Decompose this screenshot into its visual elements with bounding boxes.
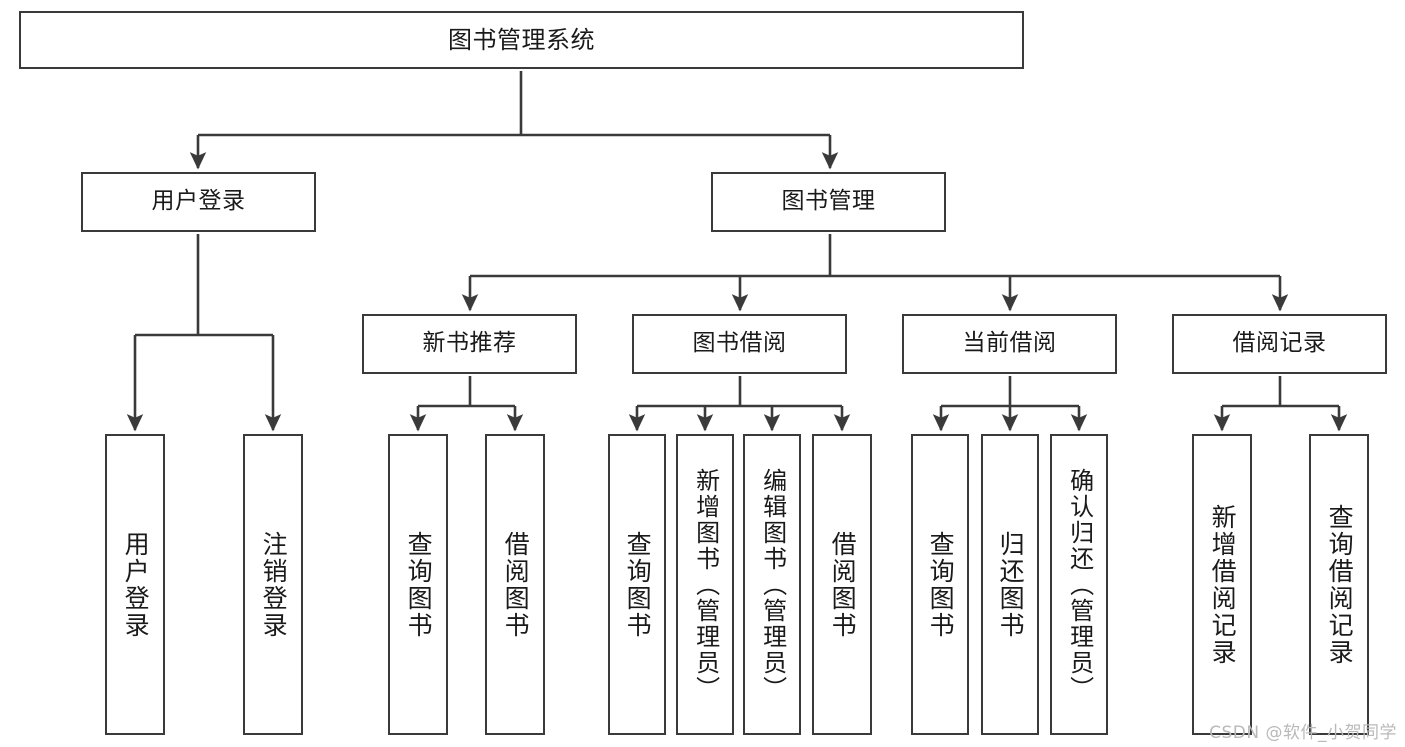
node-current-borrow[interactable]: 当前借阅 xyxy=(902,314,1117,374)
node-borrow-record[interactable]: 借阅记录 xyxy=(1172,314,1387,374)
node-new-book-recommend[interactable]: 新书推荐 xyxy=(362,314,577,374)
node-label: 确认归还（管理员） xyxy=(1065,467,1094,702)
node-label: 注销登录 xyxy=(259,530,289,639)
node-label: 查询图书 xyxy=(404,530,434,639)
node-label: 编辑图书（管理员） xyxy=(758,467,787,702)
node-label: 图书借阅 xyxy=(692,330,787,357)
node-label: 借阅图书 xyxy=(828,530,858,639)
node-book-manage[interactable]: 图书管理 xyxy=(711,172,946,232)
node-leaf-query-borrow-record[interactable]: 查询借阅记录 xyxy=(1309,434,1369,735)
node-label: 归还图书 xyxy=(996,530,1026,639)
node-label: 新书推荐 xyxy=(422,330,517,357)
csdn-watermark: CSDN @软件_小贺同学 xyxy=(1209,723,1397,743)
node-leaf-query-book-recommend[interactable]: 查询图书 xyxy=(388,434,448,735)
node-label: 查询借阅记录 xyxy=(1325,503,1355,666)
node-leaf-borrow-book-recommend[interactable]: 借阅图书 xyxy=(485,434,545,735)
node-leaf-logout[interactable]: 注销登录 xyxy=(243,434,303,735)
node-leaf-query-book-borrow[interactable]: 查询图书 xyxy=(608,434,666,735)
node-label: 新增图书（管理员） xyxy=(691,467,720,702)
node-label: 图书管理 xyxy=(781,188,876,215)
node-root-system[interactable]: 图书管理系统 xyxy=(19,11,1024,69)
node-label: 用户登录 xyxy=(121,530,151,639)
node-label: 图书管理系统 xyxy=(448,25,595,54)
node-leaf-query-book-current[interactable]: 查询图书 xyxy=(911,434,969,735)
node-leaf-borrow-book[interactable]: 借阅图书 xyxy=(812,434,872,735)
node-leaf-add-book[interactable]: 新增图书（管理员） xyxy=(676,434,734,735)
node-label: 借阅图书 xyxy=(501,530,531,639)
node-label: 新增借阅记录 xyxy=(1208,503,1238,666)
node-label: 当前借阅 xyxy=(962,330,1057,357)
node-label: 用户登录 xyxy=(151,188,246,215)
node-leaf-return-book[interactable]: 归还图书 xyxy=(981,434,1039,735)
node-leaf-confirm-return[interactable]: 确认归还（管理员） xyxy=(1050,434,1108,735)
node-label: 查询图书 xyxy=(926,530,956,639)
node-leaf-user-login[interactable]: 用户登录 xyxy=(105,434,165,735)
node-label: 借阅记录 xyxy=(1232,330,1327,357)
node-book-borrow[interactable]: 图书借阅 xyxy=(632,314,847,374)
node-leaf-edit-book[interactable]: 编辑图书（管理员） xyxy=(743,434,801,735)
node-leaf-add-borrow-record[interactable]: 新增借阅记录 xyxy=(1192,434,1252,735)
node-user-login[interactable]: 用户登录 xyxy=(81,172,316,232)
node-label: 查询图书 xyxy=(623,530,653,639)
